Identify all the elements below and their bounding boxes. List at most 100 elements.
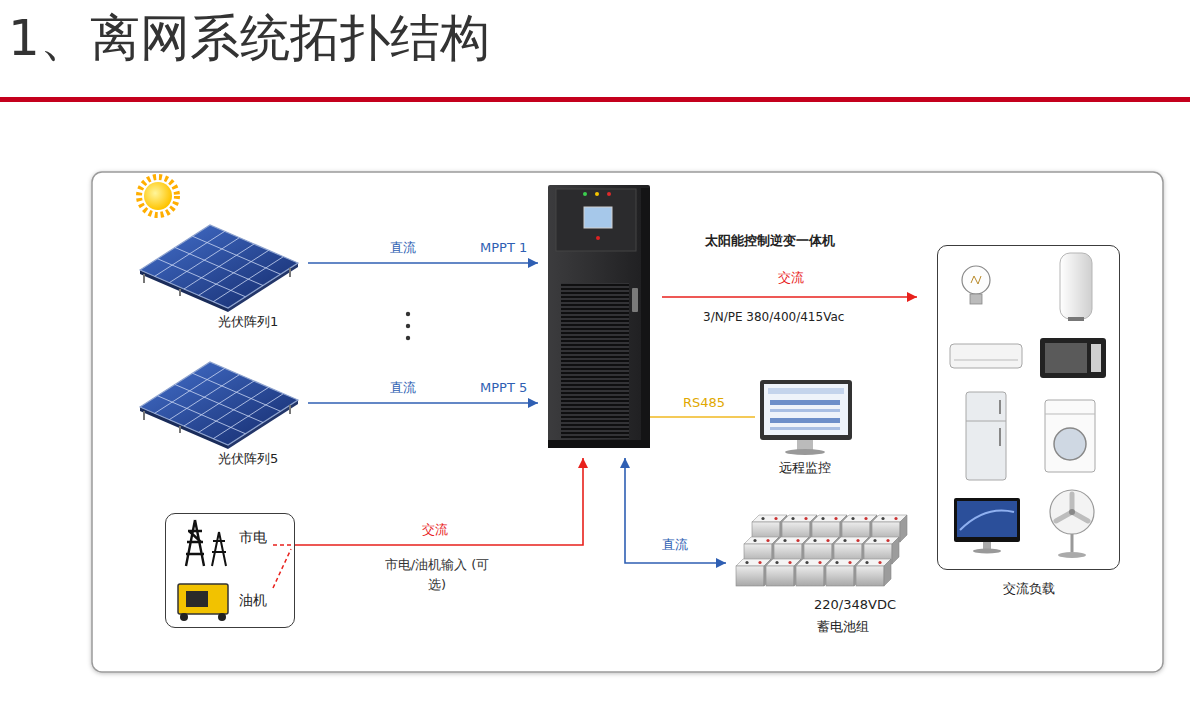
generator-icon (218, 613, 226, 621)
washing-machine-icon (1045, 414, 1095, 415)
sun-icon (139, 177, 177, 215)
ellipsis-dots (406, 324, 410, 328)
microwave-icon (1040, 338, 1106, 378)
node-label: 光伏阵列1 (218, 314, 278, 330)
inverter-cabinet (561, 283, 629, 439)
fridge-icon (999, 400, 1001, 446)
slide-title: 1、离网系统拓扑结构 (8, 8, 490, 68)
inverter-cabinet (556, 189, 636, 251)
monitor-icon (770, 400, 840, 405)
flow-arrow (295, 458, 583, 545)
flow-arrow (308, 262, 538, 264)
battery-bank: 220/348VDC蓄电池组 (732, 505, 910, 640)
inverter-cabinet (548, 185, 650, 448)
remote-monitor: 远程监控 (755, 378, 855, 480)
title-rule (0, 97, 1190, 102)
fan-icon (1069, 509, 1075, 515)
air-conditioner-icon (950, 344, 1022, 368)
fridge-icon (966, 421, 1006, 422)
inverter-cabinet (548, 185, 650, 448)
water-heater-icon (1068, 317, 1084, 321)
inverter-cabinet (596, 236, 600, 240)
node-label: 市电 (239, 529, 267, 547)
washing-machine-icon (1045, 400, 1095, 472)
air-conditioner-icon (954, 360, 1018, 361)
inverter-cabinet: 太阳能控制逆变一体机 (548, 185, 650, 448)
power-tower-icon (186, 520, 226, 566)
monitor-icon (797, 440, 813, 450)
sun-icon (139, 177, 177, 215)
computer-screen-icon (973, 549, 1001, 554)
voltage-note: 3/N/PE 380/400/415Vac (703, 310, 844, 325)
inverter-cabinet (607, 192, 611, 196)
flow-arrow (650, 416, 755, 418)
flow-arrow (308, 402, 538, 404)
grid-generator-box: 市电油机 (165, 513, 295, 628)
fan-icon (1058, 552, 1086, 558)
dashed-feed-line (273, 549, 291, 588)
monitor-icon (760, 380, 852, 440)
pv-array: 光伏阵列1 (140, 225, 300, 334)
microwave-icon (1040, 338, 1106, 378)
water-heater-icon (1060, 253, 1092, 321)
dashed-feed-line (273, 545, 293, 588)
edge-label: 交流 (422, 522, 448, 538)
monitor-icon (768, 388, 844, 394)
edge-label: 交流 (778, 270, 804, 286)
ellipsis-dots (406, 312, 410, 316)
battery-bank-icon (856, 559, 891, 586)
monitor-icon (785, 449, 825, 455)
load-box: 交流负载 (937, 245, 1120, 570)
washing-machine-icon (1054, 428, 1086, 460)
air-conditioner-icon (950, 344, 1022, 368)
port-label: MPPT 1 (480, 240, 527, 256)
inverter-cabinet (595, 192, 599, 196)
inverter-cabinet (583, 192, 587, 196)
ellipsis-dots (406, 312, 410, 340)
node-label: 交流负载 (938, 581, 1119, 597)
inverter-cabinet (561, 283, 629, 439)
fan-icon (1071, 534, 1074, 552)
generator-icon (180, 613, 188, 621)
microwave-icon (1045, 343, 1087, 373)
computer-screen-icon (954, 498, 1020, 542)
pv-array: 光伏阵列5 (140, 362, 300, 471)
edge-label: 直流 (390, 240, 416, 256)
edge-label: RS485 (683, 395, 725, 411)
generator-icon (178, 584, 228, 621)
inverter-cabinet (632, 288, 638, 312)
input-note: 市电/油机输入 (可选) (380, 555, 494, 595)
power-tower-icon (186, 520, 204, 566)
computer-screen-icon (960, 510, 1014, 530)
fan-icon (1050, 490, 1094, 558)
node-sublabel: 蓄电池组 (817, 619, 869, 635)
monitor-icon (764, 384, 848, 435)
edge-label: 直流 (390, 380, 416, 396)
monitor-icon (770, 427, 840, 430)
sun-icon (144, 182, 172, 210)
ellipsis-dots (406, 336, 410, 340)
port-label: MPPT 5 (480, 380, 527, 396)
light-bulb-icon (962, 266, 990, 304)
light-bulb-icon (962, 266, 990, 294)
computer-screen-icon (957, 501, 1017, 537)
fan-icon (1056, 494, 1088, 521)
pv-array-1 (140, 225, 298, 312)
monitor-icon (760, 380, 852, 455)
dashed-feed-line (273, 544, 293, 546)
flow-arrow (662, 296, 917, 298)
washing-machine-icon (1045, 400, 1095, 472)
monitor-icon (770, 409, 840, 412)
fan-icon (1050, 490, 1094, 534)
light-bulb-icon (970, 294, 982, 304)
microwave-icon (1091, 344, 1101, 372)
inverter-cabinet (548, 440, 650, 448)
outer-frame (92, 172, 1163, 672)
node-label: 光伏阵列5 (218, 451, 278, 467)
inverter-cabinet (584, 207, 612, 228)
generator-icon (178, 584, 228, 614)
pv-array-5 (140, 362, 298, 449)
water-heater-icon (1060, 253, 1092, 319)
